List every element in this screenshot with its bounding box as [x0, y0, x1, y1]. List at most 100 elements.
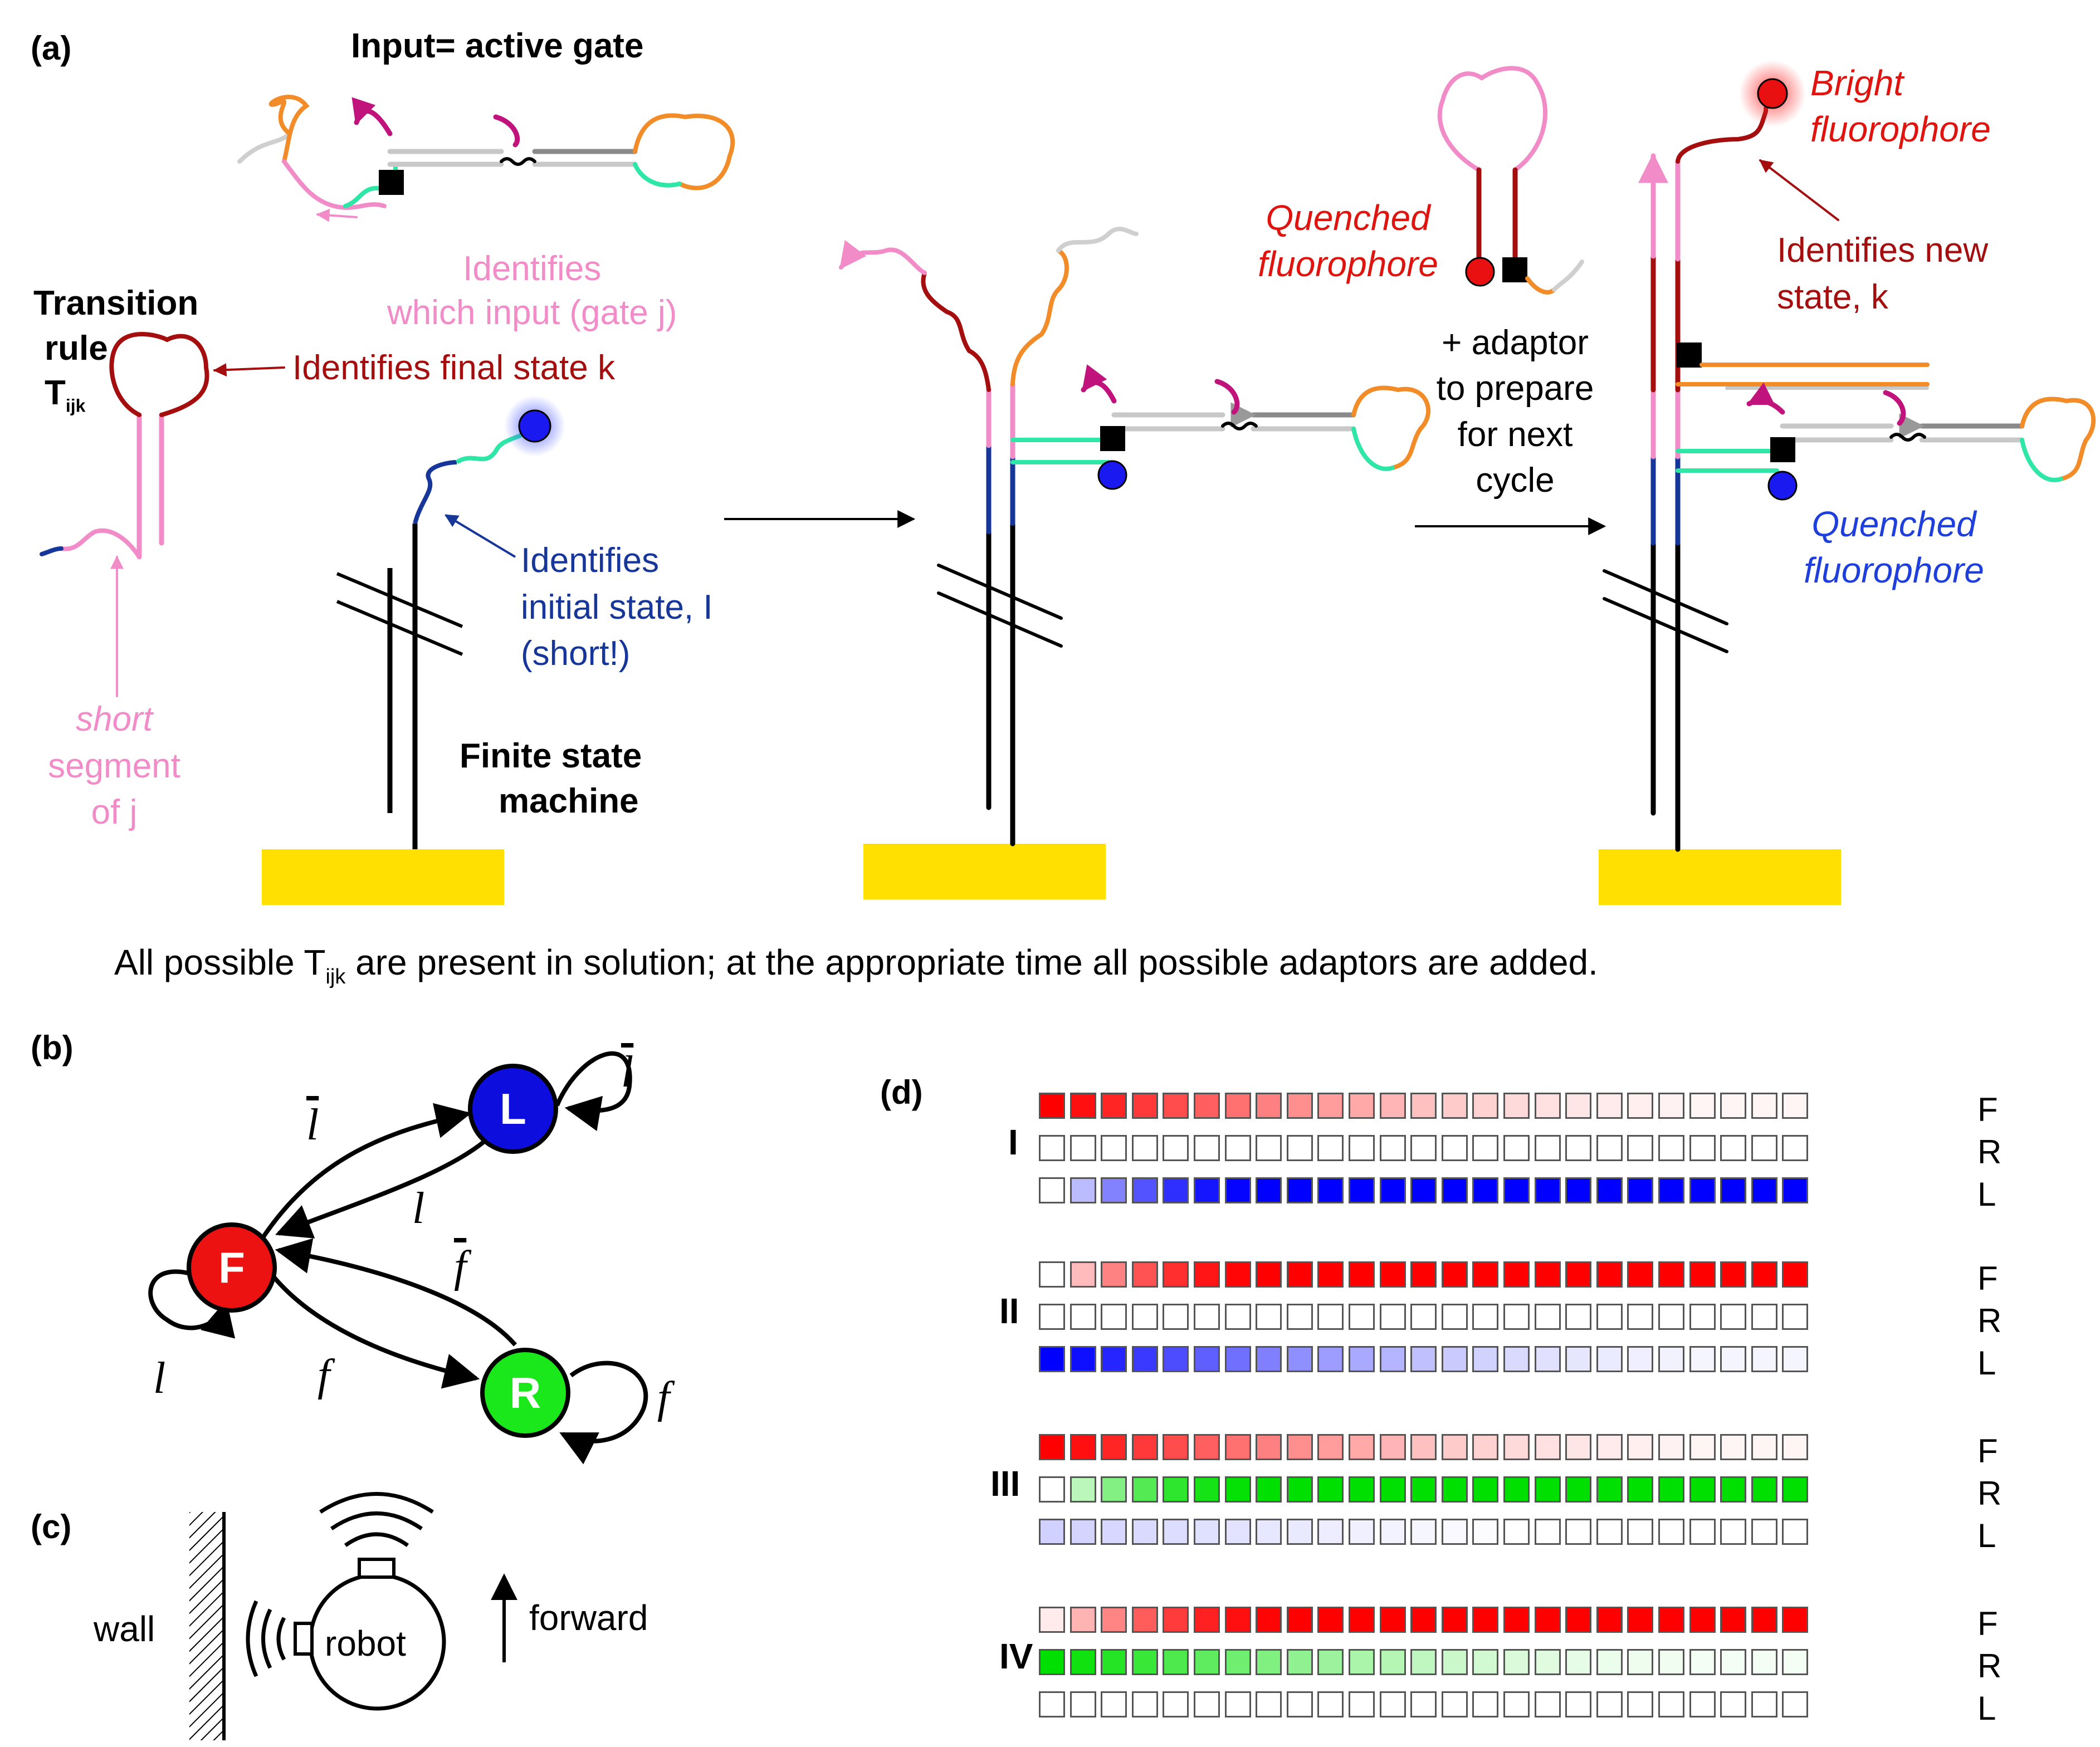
heatmap-cell: [1163, 1434, 1189, 1460]
heatmap-cell: [1442, 1691, 1468, 1717]
heatmap-cell: [1472, 1607, 1498, 1633]
heatmap-cell: [1503, 1434, 1530, 1460]
forward-label: forward: [529, 1598, 648, 1638]
heatmap-cell: [1317, 1135, 1344, 1161]
heatmap-cell: [1472, 1135, 1498, 1161]
heatmap-cell: [1535, 1434, 1561, 1460]
heatmap-cell: [1101, 1261, 1127, 1288]
heatmap-cell: [1317, 1346, 1344, 1372]
heatmap-cell: [1070, 1261, 1096, 1288]
transition-rule-line1: Transition: [33, 284, 199, 322]
heatmap-cell: [1039, 1607, 1065, 1633]
quenched-blue-line1: Quenched: [1811, 504, 1976, 544]
edge-label-lbar-FL: l: [306, 1100, 319, 1149]
heatmap-cell: [1101, 1691, 1127, 1717]
heatmap-cell: [1751, 1135, 1777, 1161]
heatmap-cell: [1720, 1304, 1746, 1330]
heatmap-cell: [1689, 1691, 1716, 1717]
identifies-new-state-label: Identifies new state, k: [1777, 227, 1988, 320]
heatmap-cell: [1380, 1093, 1406, 1119]
heatmap-cell: [1751, 1519, 1777, 1545]
heatmap-cell: [1442, 1261, 1468, 1288]
heatmap-cell: [1410, 1691, 1437, 1717]
heatmap-cell: [1101, 1649, 1127, 1675]
heatmap-cell: [1039, 1093, 1065, 1119]
panel-label-b: (b): [31, 1029, 74, 1066]
fsm-initial-drawing: [262, 395, 565, 905]
heatmap-cell: [1410, 1649, 1437, 1675]
heatmap-cell: [1627, 1476, 1653, 1503]
adaptor-line2: to prepare: [1436, 369, 1594, 408]
adaptor-line3: for next: [1457, 415, 1573, 454]
heatmap-cell: [1565, 1691, 1591, 1717]
identifies-which-input-line1: Identifies: [463, 249, 602, 288]
heatmap-cell: [1070, 1476, 1096, 1503]
initial-state-line2: initial state, I: [521, 588, 713, 627]
heatmap-cell: [1163, 1135, 1189, 1161]
heatmap-cell: [1782, 1476, 1808, 1503]
heatmap-cell: [1163, 1691, 1189, 1717]
heatmap-cell: [1349, 1261, 1375, 1288]
caption-part2: are present in solution; at the appropri…: [345, 942, 1598, 982]
short-segment-line2: segment: [48, 746, 180, 785]
heatmap-cell: [1194, 1649, 1220, 1675]
heatmap-cell: [1039, 1691, 1065, 1717]
heatmap-cell: [1689, 1346, 1716, 1372]
fsm-bound-drawing: [839, 227, 1431, 899]
heatmap-cell: [1503, 1649, 1530, 1675]
heatmap-cell: [1503, 1261, 1530, 1288]
heatmap-cell: [1256, 1135, 1282, 1161]
edge-label-l-FF: l: [153, 1354, 166, 1403]
heatmap-cell: [1596, 1177, 1623, 1203]
transition-rule-label: Transition rule Tijk: [33, 281, 198, 418]
heatmap-cell: [1751, 1093, 1777, 1119]
heatmap-cell: [1163, 1346, 1189, 1372]
heatmap-cell: [1317, 1304, 1344, 1330]
heatmap-cell: [1317, 1649, 1344, 1675]
heatmap-cell: [1163, 1093, 1189, 1119]
heatmap-cell: [1565, 1261, 1591, 1288]
heatmap-cell: [1070, 1519, 1096, 1545]
heatmap-cell: [1472, 1434, 1498, 1460]
heatmap-cell: [1101, 1607, 1127, 1633]
heatmap-cell: [1689, 1519, 1716, 1545]
heatmap-cell: [1349, 1434, 1375, 1460]
heatmap-cell: [1132, 1434, 1158, 1460]
heatmap-cell: [1782, 1177, 1808, 1203]
heatmap-cell: [1658, 1519, 1684, 1545]
heatmap-cell: [1070, 1093, 1096, 1119]
heatmap-cell: [1163, 1476, 1189, 1503]
heatmap-cell: [1565, 1649, 1591, 1675]
heatmap-cell: [1442, 1519, 1468, 1545]
heatmap-cell: [1163, 1519, 1189, 1545]
heatmap-cell: [1101, 1346, 1127, 1372]
heatmap-cell: [1380, 1135, 1406, 1161]
heatmap-cell: [1535, 1093, 1561, 1119]
quenched-fluorophore-red-label: Quenched fluorophore: [1253, 195, 1443, 287]
heatmap-cell: [1627, 1607, 1653, 1633]
row-label-L: L: [1977, 1517, 1996, 1554]
heatmap-cell: [1380, 1607, 1406, 1633]
heatmap-cell: [1410, 1434, 1437, 1460]
heatmap-cell: [1627, 1177, 1653, 1203]
heatmap-cell: [1163, 1177, 1189, 1203]
heatmap-cell: [1039, 1346, 1065, 1372]
heatmap-cell: [1565, 1476, 1591, 1503]
heatmap-cell: [1627, 1434, 1653, 1460]
row-label-L: L: [1977, 1176, 1996, 1213]
heatmap-cell: [1535, 1177, 1561, 1203]
heatmap-cell: [1039, 1261, 1065, 1288]
heatmap-cell: [1380, 1304, 1406, 1330]
heatmap-cell: [1782, 1346, 1808, 1372]
heatmap-cell: [1596, 1607, 1623, 1633]
heatmap-cell: [1565, 1093, 1591, 1119]
heatmap-cell: [1689, 1177, 1716, 1203]
finite-state-machine-label: Finite state machine: [460, 734, 642, 824]
heatmap-cell: [1225, 1346, 1251, 1372]
heatmap-cell: [1410, 1519, 1437, 1545]
heatmap-cell: [1256, 1177, 1282, 1203]
heatmap-cell: [1349, 1519, 1375, 1545]
heatmap-cell: [1442, 1434, 1468, 1460]
heatmap-cell: [1782, 1607, 1808, 1633]
